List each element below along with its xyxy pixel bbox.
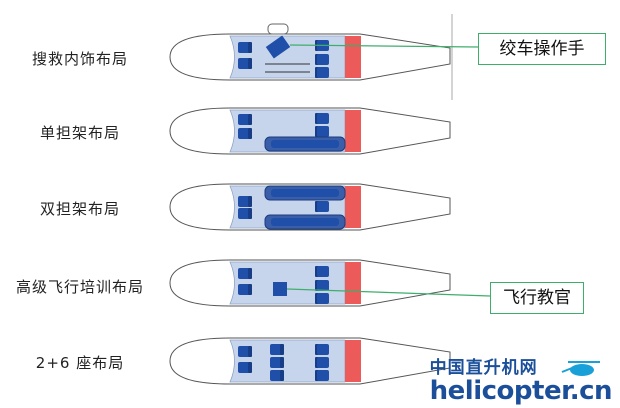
layout-label-single-stretcher: 单担架布局 [39,124,120,142]
fuselage-row-2 [169,107,451,155]
winch-operator-seat [265,35,291,59]
callout-line-instructor [286,288,491,297]
layout-label-double-stretcher: 双担架布局 [39,200,120,218]
fuselage-row-4 [169,259,491,307]
callout-winch-operator: 绞车操作手 [478,33,606,65]
fuselage-row-3 [169,183,451,231]
stretcher [264,136,346,152]
callout-flight-instructor: 飞行教官 [490,282,584,314]
callout-line-winch [289,44,479,48]
stretcher-bottom [264,214,346,230]
fuselage-row-5 [169,337,451,385]
fuselage-row-1 [169,23,479,81]
red-panel [345,36,361,78]
stretcher-top [264,185,346,201]
layout-label-2plus6: 2+6 座布局 [35,354,125,372]
watermark: 中国直升机网 helicopter.cn [429,353,613,406]
layout-label-flight-training: 高级飞行培训布局 [15,278,144,296]
watermark-en: helicopter.cn [429,376,613,406]
winch-icon [267,23,289,35]
instructor-seat [273,282,287,296]
layout-label-sar: 搜救内饰布局 [31,50,128,68]
helicopter-logo-icon [561,361,600,376]
watermark-cn: 中国直升机网 [429,358,538,378]
